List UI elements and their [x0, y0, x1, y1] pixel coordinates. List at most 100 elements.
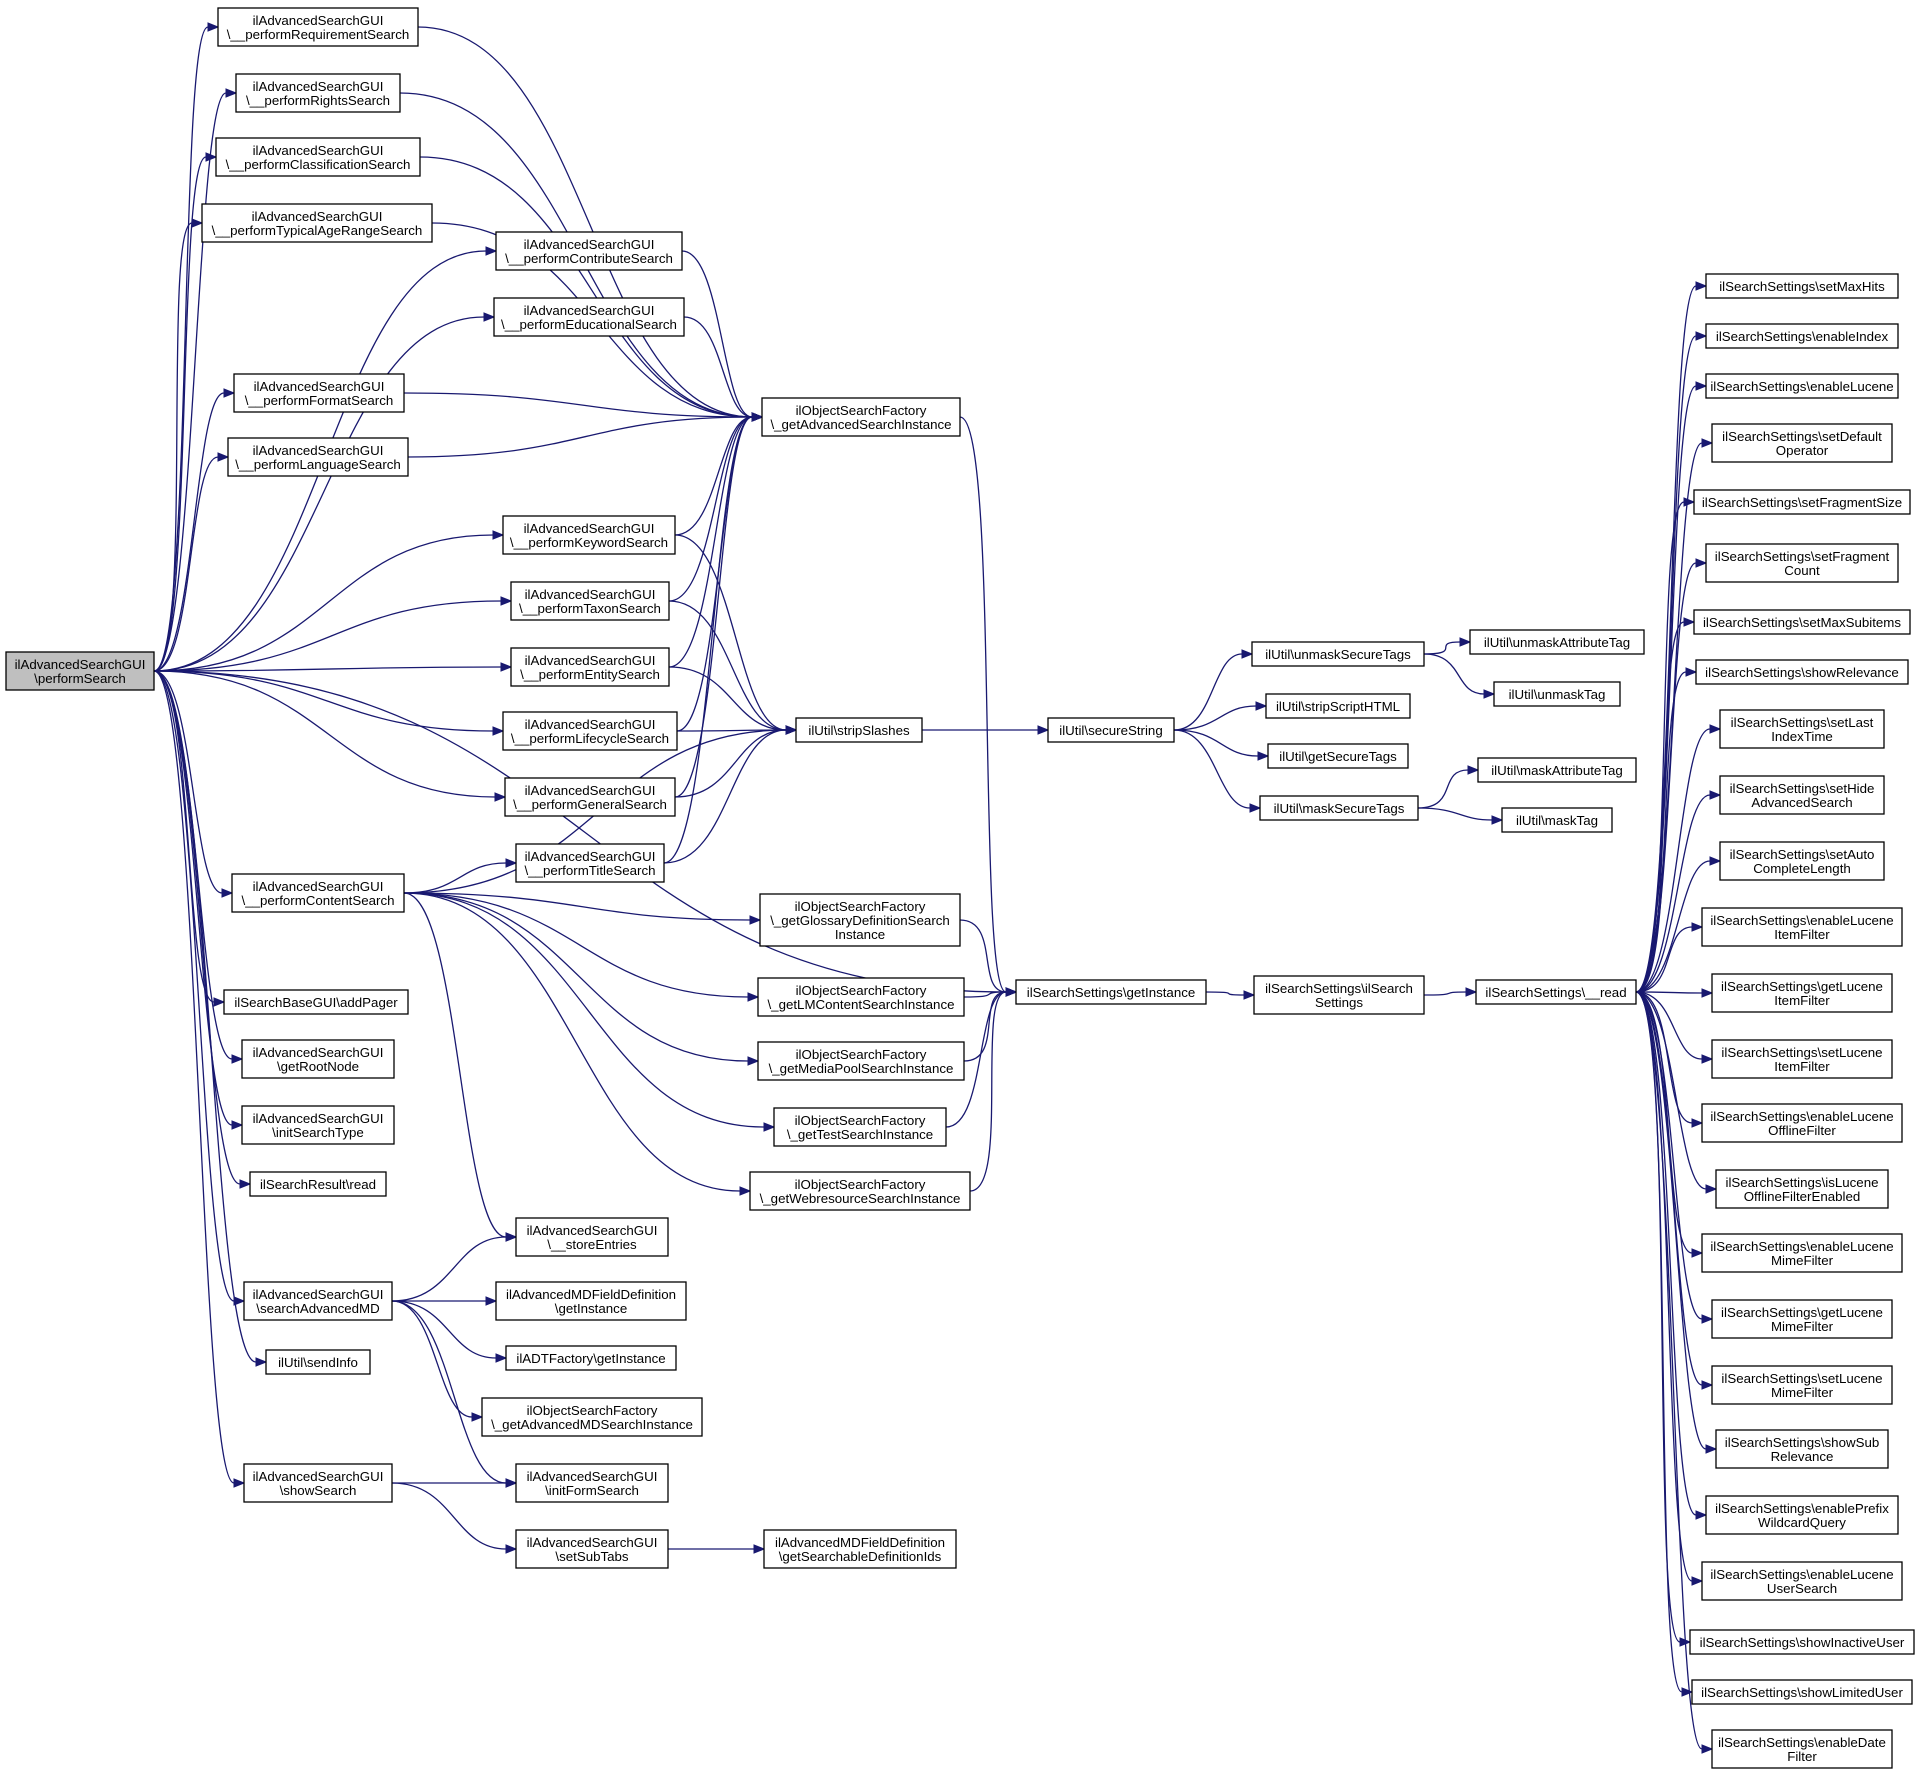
- node-mask-attribute-tag[interactable]: ilUtil\maskAttributeTag: [1477, 757, 1637, 783]
- edge-line: [1635, 501, 1685, 993]
- edge-line: [1635, 991, 1693, 1582]
- node-strip-script-html[interactable]: ilUtil\stripScriptHTML: [1265, 693, 1411, 719]
- node-unmask-attribute-tag[interactable]: ilUtil\unmaskAttributeTag: [1469, 629, 1645, 655]
- node-set-max-hits[interactable]: ilSearchSettings\setMaxHits: [1705, 273, 1899, 299]
- node-label-line: ilAdvancedSearchGUI: [524, 303, 655, 318]
- node-label-line: ilSearchSettings\enableDate: [1718, 1735, 1886, 1750]
- node-mask-secure-tags[interactable]: ilUtil\maskSecureTags: [1259, 795, 1419, 821]
- edge-perform-search-to-search-advanced-md: [153, 670, 246, 1306]
- edge-content-to-test-search: [403, 892, 776, 1132]
- node-keyword[interactable]: ilAdvancedSearchGUI\__performKeywordSear…: [502, 515, 676, 555]
- edge-line: [417, 26, 753, 418]
- node-set-sub-tabs[interactable]: ilAdvancedSearchGUI\setSubTabs: [515, 1529, 669, 1569]
- node-box: [1705, 273, 1899, 299]
- arrowhead: [1695, 281, 1708, 291]
- edge-read-to-set-max-subitems: [1635, 617, 1696, 993]
- edge-line: [391, 1482, 507, 1550]
- node-educational[interactable]: ilAdvancedSearchGUI\__performEducational…: [493, 297, 685, 337]
- node-classification[interactable]: ilAdvancedSearchGUI\__performClassificat…: [215, 137, 421, 177]
- node-enable-lucene[interactable]: ilSearchSettings\enableLucene: [1705, 373, 1899, 399]
- node-enable-prefix-wildcard-query[interactable]: ilSearchSettings\enablePrefixWildcardQue…: [1705, 1495, 1899, 1535]
- edge-content-to-title: [403, 858, 518, 894]
- node-get-secure-tags[interactable]: ilUtil\getSecureTags: [1267, 743, 1409, 769]
- node-glossary[interactable]: ilObjectSearchFactory\_getGlossaryDefini…: [759, 893, 961, 947]
- node-store-entries[interactable]: ilAdvancedSearchGUI\__storeEntries: [515, 1217, 669, 1257]
- node-adv-mdsearch-instance[interactable]: ilObjectSearchFactory\_getAdvancedMDSear…: [481, 1397, 703, 1437]
- node-webresource[interactable]: ilObjectSearchFactory\_getWebresourceSea…: [749, 1171, 971, 1211]
- node-lm-content[interactable]: ilObjectSearchFactory\_getLMContentSearc…: [757, 977, 965, 1017]
- arrowhead: [1683, 497, 1696, 507]
- node-format[interactable]: ilAdvancedSearchGUI\__performFormatSearc…: [233, 373, 405, 413]
- arrowhead: [255, 1357, 268, 1367]
- node-read[interactable]: ilSearchSettings\__read: [1475, 979, 1637, 1005]
- node-enable-index[interactable]: ilSearchSettings\enableIndex: [1705, 323, 1899, 349]
- node-get-root-node[interactable]: ilAdvancedSearchGUI\getRootNode: [241, 1039, 395, 1079]
- arrowhead: [1005, 987, 1018, 997]
- node-adv-search-instance[interactable]: ilObjectSearchFactory\_getAdvancedSearch…: [761, 397, 961, 437]
- node-set-max-subitems[interactable]: ilSearchSettings\setMaxSubitems: [1693, 609, 1911, 635]
- node-title[interactable]: ilAdvancedSearchGUI\__performTitleSearch: [515, 843, 665, 883]
- node-language[interactable]: ilAdvancedSearchGUI\__performLanguageSea…: [227, 437, 409, 477]
- node-searchable-ids[interactable]: ilAdvancedMDFieldDefinition\getSearchabl…: [763, 1529, 957, 1569]
- node-mask-tag[interactable]: ilUtil\maskTag: [1501, 807, 1613, 833]
- node-enable-lucene-offline-filter[interactable]: ilSearchSettings\enableLuceneOfflineFilt…: [1701, 1103, 1903, 1143]
- edge-read-to-set-hide-advanced-search: [1635, 790, 1722, 993]
- node-label-line: ilUtil\stripSlashes: [808, 723, 910, 738]
- node-rights[interactable]: ilAdvancedSearchGUI\__performRightsSearc…: [235, 73, 401, 113]
- node-entity[interactable]: ilAdvancedSearchGUI\__performEntitySearc…: [510, 647, 670, 687]
- node-typical-age[interactable]: ilAdvancedSearchGUI\__performTypicalAgeR…: [201, 203, 433, 243]
- node-set-fragment-size[interactable]: ilSearchSettings\setFragmentSize: [1693, 489, 1911, 515]
- node-unmask-tag[interactable]: ilUtil\unmaskTag: [1493, 681, 1621, 707]
- arrowhead: [225, 88, 238, 98]
- edge-mask-secure-tags-to-mask-tag: [1417, 807, 1504, 825]
- node-unmask-secure-tags[interactable]: ilUtil\unmaskSecureTags: [1251, 641, 1425, 667]
- node-send-info[interactable]: ilUtil\sendInfo: [265, 1349, 371, 1375]
- edge-show-search-to-set-sub-tabs: [391, 1482, 518, 1554]
- node-search-advanced-md[interactable]: ilAdvancedSearchGUI\searchAdvancedMD: [243, 1281, 393, 1321]
- edge-media-pool-to-settings-get-instance: [963, 987, 1018, 1062]
- node-content[interactable]: ilAdvancedSearchGUI\__performContentSear…: [231, 873, 405, 913]
- arrowhead: [1709, 790, 1722, 800]
- node-md-field-get-instance[interactable]: ilAdvancedMDFieldDefinition\getInstance: [495, 1281, 687, 1321]
- node-settings-ctor[interactable]: ilSearchSettings\ilSearchSettings: [1253, 975, 1425, 1015]
- node-add-pager[interactable]: ilSearchBaseGUI\addPager: [223, 989, 409, 1015]
- node-box: [495, 231, 683, 271]
- node-requirement[interactable]: ilAdvancedSearchGUI\__performRequirement…: [217, 7, 419, 47]
- node-show-relevance[interactable]: ilSearchSettings\showRelevance: [1695, 659, 1909, 685]
- node-strip-slashes[interactable]: ilUtil\stripSlashes: [795, 717, 923, 743]
- edge-unmask-secure-tags-to-unmask-tag: [1423, 653, 1496, 699]
- node-media-pool[interactable]: ilObjectSearchFactory\_getMediaPoolSearc…: [757, 1041, 965, 1081]
- node-settings-get-instance[interactable]: ilSearchSettings\getInstance: [1015, 979, 1207, 1005]
- node-adt-factory[interactable]: ilADTFactory\getInstance: [505, 1345, 677, 1371]
- node-show-limited-user[interactable]: ilSearchSettings\showLimitedUser: [1691, 1679, 1913, 1705]
- node-show-inactive-user[interactable]: ilSearchSettings\showInactiveUser: [1689, 1629, 1915, 1655]
- node-result-read[interactable]: ilSearchResult\read: [249, 1171, 387, 1197]
- node-secure-string[interactable]: ilUtil\secureString: [1047, 717, 1175, 743]
- node-contribute[interactable]: ilAdvancedSearchGUI\__performContributeS…: [495, 231, 683, 271]
- node-lifecycle[interactable]: ilAdvancedSearchGUI\__performLifecycleSe…: [502, 711, 678, 751]
- node-taxon[interactable]: ilAdvancedSearchGUI\__performTaxonSearch: [510, 581, 670, 621]
- node-test-search[interactable]: ilObjectSearchFactory\_getTestSearchInst…: [773, 1107, 947, 1147]
- node-init-search-type[interactable]: ilAdvancedSearchGUI\initSearchType: [241, 1105, 395, 1145]
- node-perform-search[interactable]: ilAdvancedSearchGUI\performSearch: [5, 651, 155, 691]
- node-general[interactable]: ilAdvancedSearchGUI\__performGeneralSear…: [504, 777, 676, 817]
- node-show-search[interactable]: ilAdvancedSearchGUI\showSearch: [243, 1463, 393, 1503]
- node-init-form-search[interactable]: ilAdvancedSearchGUI\initFormSearch: [515, 1463, 669, 1503]
- node-is-lucene-offline-filter-enabled[interactable]: ilSearchSettings\isLuceneOfflineFilterEn…: [1715, 1169, 1889, 1209]
- node-label-line: ilAdvancedSearchGUI: [253, 1469, 384, 1484]
- edge-search-advanced-md-to-adv-mdsearch-instance: [391, 1300, 484, 1422]
